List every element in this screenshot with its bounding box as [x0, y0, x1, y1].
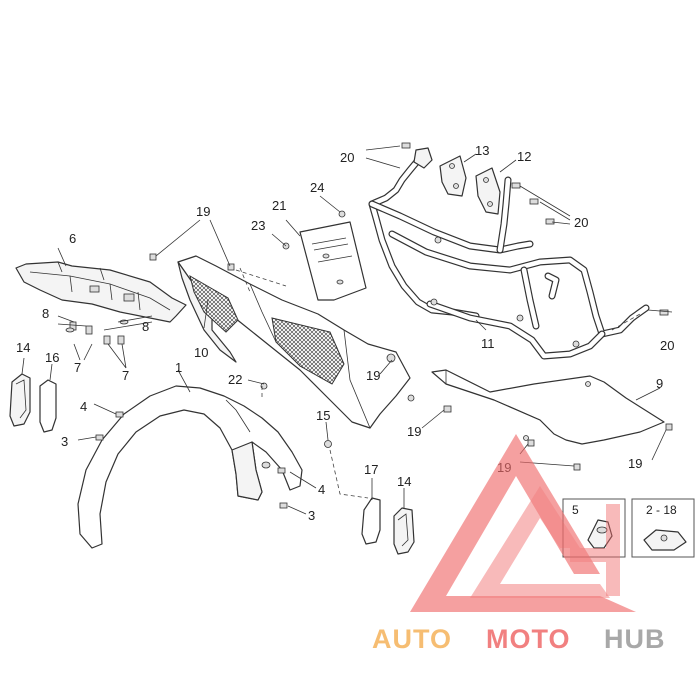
part-10-front-fairing	[177, 255, 415, 429]
callout-14: 14	[16, 340, 30, 355]
watermark-moto: MOTO	[486, 624, 571, 654]
callout-24: 24	[310, 180, 324, 195]
watermark-triangle	[410, 434, 636, 612]
part-21-plate	[299, 221, 367, 301]
callout-6: 6	[69, 231, 76, 246]
part-12-bracket	[475, 167, 501, 215]
part-16-reflector-left	[39, 379, 57, 433]
callout-7: 7	[122, 368, 129, 383]
fasteners	[65, 142, 673, 509]
part-1-front-mudguard	[77, 385, 303, 549]
callout-11: 11	[481, 336, 495, 351]
callout-19: 19	[407, 424, 421, 439]
callout-15: 15	[316, 408, 330, 423]
callout-4: 4	[318, 482, 325, 497]
watermark-auto: AUTO	[372, 624, 452, 654]
callout-5: 5	[572, 503, 579, 517]
callout-1: 1	[175, 360, 182, 375]
callout-23: 23	[251, 218, 265, 233]
callout-7: 7	[74, 360, 81, 375]
part-6-inner-cover	[15, 261, 187, 323]
part-17-reflector-right	[361, 497, 381, 545]
callout-19: 19	[366, 368, 380, 383]
part-14-reflector-right	[393, 507, 415, 555]
callout-20: 20	[574, 215, 588, 230]
callout-16: 16	[45, 350, 59, 365]
part-14-reflector-left	[9, 373, 31, 427]
part-11-tubular-frame	[368, 147, 650, 360]
callout-4: 4	[80, 399, 87, 414]
callout-13: 13	[475, 143, 489, 158]
callout-22: 22	[228, 372, 242, 387]
callout-17: 17	[364, 462, 378, 477]
callout-9: 9	[656, 376, 663, 391]
callout-14: 14	[397, 474, 411, 489]
callout-2-18: 2 - 18	[646, 503, 677, 517]
callout-12: 12	[517, 149, 531, 164]
watermark-hub: HUB	[604, 624, 666, 654]
callout-8: 8	[142, 319, 149, 334]
part-9-lower-plate	[431, 369, 665, 445]
leader-lines	[21, 145, 673, 515]
callout-21: 21	[272, 198, 286, 213]
callout-19: 19	[196, 204, 210, 219]
callout-20: 20	[340, 150, 354, 165]
part-13-bracket	[439, 155, 467, 197]
inset-box-2-18: 2 - 18	[631, 498, 695, 558]
callout-8: 8	[42, 306, 49, 321]
callout-3: 3	[308, 508, 315, 523]
callout-20: 20	[660, 338, 674, 353]
callout-19: 19	[628, 456, 642, 471]
watermark-logo: AUTO MOTO HUB	[372, 434, 666, 654]
callout-10: 10	[194, 345, 208, 360]
callout-3: 3	[61, 434, 68, 449]
